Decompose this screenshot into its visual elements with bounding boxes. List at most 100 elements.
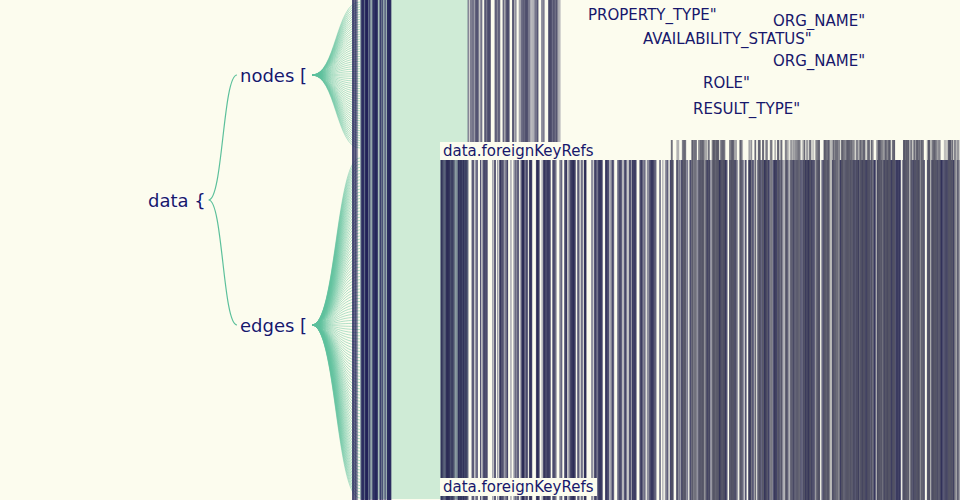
text-smear	[387, 0, 390, 500]
text-smear	[389, 0, 391, 500]
text-smear	[520, 160, 522, 500]
text-smear	[479, 0, 482, 150]
text-smear	[519, 0, 521, 150]
text-smear	[584, 160, 587, 500]
text-smear	[735, 140, 737, 500]
text-smear	[543, 160, 545, 500]
text-smear	[558, 0, 560, 150]
text-smear	[375, 0, 378, 500]
text-smear	[498, 0, 501, 150]
text-smear	[467, 160, 468, 500]
text-smear	[871, 140, 873, 500]
text-smear	[908, 140, 910, 500]
text-smear	[740, 140, 743, 500]
node-label: nodes [	[240, 65, 307, 86]
text-smear	[755, 140, 756, 500]
text-smear	[871, 140, 872, 500]
text-smear	[928, 140, 930, 500]
text-smear	[806, 140, 809, 500]
text-smear	[373, 0, 375, 500]
text-smear	[910, 140, 912, 500]
text-smear	[817, 140, 820, 500]
text-smear	[894, 140, 896, 500]
text-smear	[499, 160, 501, 500]
text-smear	[483, 160, 486, 500]
text-smear	[441, 160, 444, 500]
text-smear	[896, 160, 899, 500]
text-smear	[500, 160, 502, 500]
text-smear	[868, 140, 870, 500]
text-smear	[885, 140, 887, 500]
text-smear	[486, 160, 487, 500]
text-smear	[594, 160, 596, 500]
text-smear	[758, 140, 760, 500]
text-smear	[770, 140, 773, 500]
text-smear	[522, 160, 525, 500]
text-smear	[830, 140, 832, 500]
text-smear	[734, 140, 735, 500]
text-smear	[954, 140, 956, 500]
text-smear	[506, 0, 508, 150]
text-smear	[507, 160, 509, 500]
tree-link	[209, 75, 237, 200]
text-smear	[515, 160, 518, 500]
text-smear	[921, 140, 924, 500]
text-smear	[476, 0, 478, 150]
text-smear	[876, 140, 879, 500]
text-smear	[365, 0, 367, 500]
text-smear	[631, 160, 633, 500]
text-smear	[522, 0, 524, 150]
text-smear	[560, 160, 562, 500]
text-smear	[472, 160, 475, 500]
text-smear	[505, 160, 507, 500]
text-smear	[384, 0, 385, 500]
text-smear	[465, 160, 467, 500]
text-smear	[949, 140, 951, 500]
text-smear	[507, 0, 510, 150]
text-smear	[708, 140, 709, 500]
text-smear	[784, 160, 785, 500]
text-smear	[552, 160, 554, 500]
text-smear	[690, 160, 691, 500]
text-smear	[617, 160, 619, 500]
text-smear	[793, 140, 795, 500]
text-smear	[897, 160, 898, 500]
text-smear	[708, 140, 710, 500]
text-smear	[916, 140, 918, 500]
text-smear	[512, 0, 514, 150]
field-label: PROPERTY_TYPE"	[585, 6, 720, 24]
text-smear	[515, 0, 517, 150]
text-smear	[527, 160, 528, 500]
text-smear	[892, 140, 893, 500]
text-smear	[494, 0, 496, 150]
text-smear	[484, 0, 486, 150]
text-smear	[737, 160, 738, 500]
text-smear	[774, 140, 776, 500]
text-smear	[599, 160, 601, 500]
text-smear	[815, 140, 817, 500]
text-smear	[548, 0, 549, 150]
text-smear	[662, 160, 663, 500]
text-smear	[921, 140, 922, 500]
text-smear	[903, 140, 904, 500]
text-smear	[693, 140, 695, 500]
text-smear	[881, 140, 884, 500]
text-smear	[684, 140, 687, 500]
text-smear	[544, 160, 546, 500]
text-smear	[525, 0, 527, 150]
text-smear	[856, 140, 859, 500]
text-smear	[374, 0, 376, 500]
text-smear	[647, 160, 650, 500]
text-smear	[712, 140, 715, 500]
text-smear	[373, 0, 374, 500]
text-smear	[460, 160, 462, 500]
text-smear	[671, 140, 673, 500]
text-smear	[751, 140, 752, 500]
text-smear	[382, 0, 384, 500]
text-smear	[619, 160, 621, 500]
text-smear	[548, 160, 550, 500]
text-smear	[936, 140, 938, 500]
text-smear	[443, 160, 445, 500]
text-smear	[795, 140, 797, 500]
